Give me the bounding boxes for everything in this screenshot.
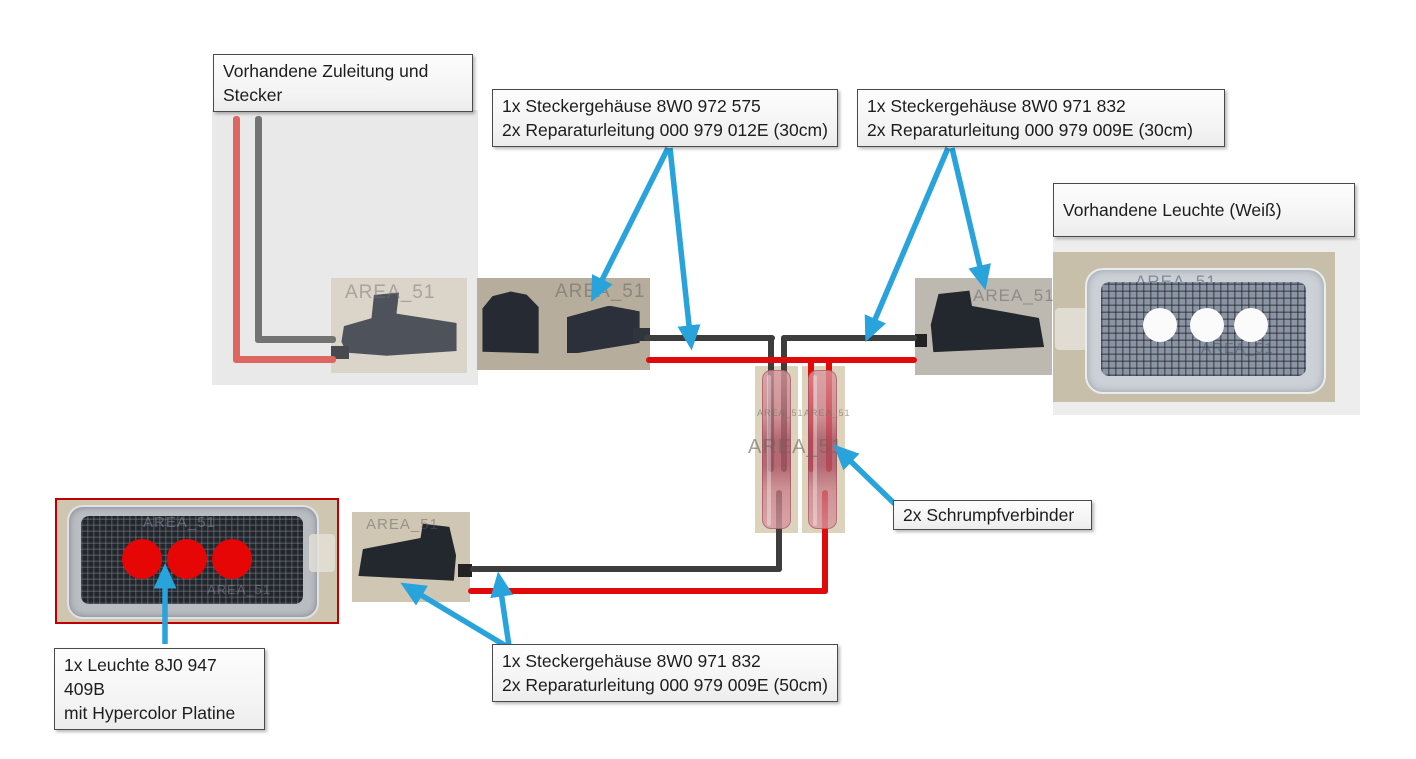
photo-connector-972-575: AREA_51 bbox=[477, 278, 650, 370]
label-line: 1x Leuchte 8J0 947 409B bbox=[64, 655, 217, 700]
wire-red-splice-out bbox=[822, 490, 828, 594]
wire-black-mid-left bbox=[644, 335, 775, 341]
label-line: 1x Steckergehäuse 8W0 972 575 bbox=[502, 96, 761, 116]
label-line: 2x Reparaturleitung 000 979 009E (50cm) bbox=[502, 675, 828, 696]
label-schrumpfverbinder: 2x Schrumpfverbinder bbox=[893, 500, 1092, 531]
label-connector-971-832-30: 1x Steckergehäuse 8W0 971 832 2x Reparat… bbox=[857, 89, 1225, 148]
arrow-label575-to-wires bbox=[667, 147, 701, 351]
label-existing-lamp-white: Vorhandene Leuchte (Weiß) bbox=[1053, 183, 1355, 237]
label-line: Vorhandene Leuchte (Weiß) bbox=[1063, 199, 1282, 220]
label-line: 2x Reparaturleitung 000 979 012E (30cm) bbox=[502, 120, 828, 141]
wire-red-mid bbox=[646, 357, 917, 363]
watermark-text: AREA_51 bbox=[366, 516, 439, 533]
wire-black-splice-out bbox=[776, 490, 782, 572]
label-line: 2x Reparaturleitung 000 979 009E (30cm) bbox=[867, 120, 1193, 141]
label-line: Vorhandene Zuleitung und bbox=[223, 61, 429, 81]
watermark-text: AREA_51 bbox=[748, 436, 843, 458]
shrink-tube-left bbox=[762, 370, 791, 529]
arrow-label575-to-connector bbox=[591, 146, 671, 302]
connector-housing-large bbox=[482, 291, 539, 354]
tube-glint bbox=[813, 375, 817, 526]
supply-wire-red-horizontal bbox=[233, 356, 336, 363]
watermark-text: AREA_51 bbox=[345, 282, 436, 303]
arrow-schrumpf-to-tube bbox=[833, 444, 900, 509]
photo-connector-971-832-right: AREA_51 bbox=[915, 278, 1055, 375]
watermark-text: AREA_51 bbox=[757, 408, 804, 418]
supply-wire-gray-horizontal bbox=[255, 336, 336, 343]
tube-glint bbox=[767, 375, 771, 526]
connector-housing-small bbox=[566, 305, 640, 354]
led-red-2 bbox=[167, 539, 207, 579]
lamp-side-tab bbox=[1055, 308, 1087, 350]
label-connector-972-575: 1x Steckergehäuse 8W0 972 575 2x Reparat… bbox=[492, 89, 838, 148]
watermark-text: AREA_51 bbox=[207, 582, 272, 597]
photo-connector-971-832-bottom: AREA_51 bbox=[352, 512, 473, 602]
led-white-2 bbox=[1190, 308, 1224, 342]
watermark-text: AREA_51 bbox=[555, 281, 646, 302]
label-existing-supply: Vorhandene Zuleitung und Stecker bbox=[213, 54, 473, 113]
watermark-text: AREA_51 bbox=[1201, 340, 1274, 357]
arrow-label832-to-connector bbox=[949, 147, 991, 291]
lamp-side-tab bbox=[309, 534, 335, 572]
supply-wire-gray-vertical bbox=[255, 116, 262, 343]
watermark-text: AREA_51 bbox=[143, 514, 216, 531]
label-line: Stecker bbox=[223, 85, 283, 106]
photo-existing-connector: AREA_51 bbox=[331, 278, 467, 373]
led-red-3 bbox=[212, 539, 252, 579]
label-connector-971-832-50: 1x Steckergehäuse 8W0 971 832 2x Reparat… bbox=[492, 644, 838, 703]
existing-connector-wire-stub bbox=[331, 346, 349, 359]
label-line: mit Hypercolor Platine bbox=[64, 703, 236, 724]
wire-black-bottom bbox=[470, 566, 782, 572]
photo-existing-lamp-white: AREA_51 AREA_51 bbox=[1053, 252, 1335, 402]
wire-black-mid-right bbox=[781, 335, 917, 341]
connector-wire-stub bbox=[915, 334, 928, 347]
label-line: 2x Schrumpfverbinder bbox=[903, 505, 1075, 525]
led-red-1 bbox=[122, 539, 162, 579]
wire-red-bottom bbox=[468, 588, 828, 594]
label-line: 1x Steckergehäuse 8W0 971 832 bbox=[867, 96, 1126, 116]
supply-wire-red-vertical bbox=[233, 116, 240, 363]
connector-wire-stub bbox=[458, 564, 473, 577]
led-white-3 bbox=[1234, 308, 1268, 342]
led-white-1 bbox=[1143, 308, 1177, 342]
photo-lamp-hypercolor: AREA_51 AREA_51 bbox=[55, 498, 339, 624]
label-lamp-hypercolor: 1x Leuchte 8J0 947 409B mit Hypercolor P… bbox=[54, 648, 265, 731]
watermark-text: AREA_51 bbox=[804, 408, 851, 418]
label-line: 1x Steckergehäuse 8W0 971 832 bbox=[502, 651, 761, 671]
watermark-text: AREA_51 bbox=[973, 286, 1055, 305]
